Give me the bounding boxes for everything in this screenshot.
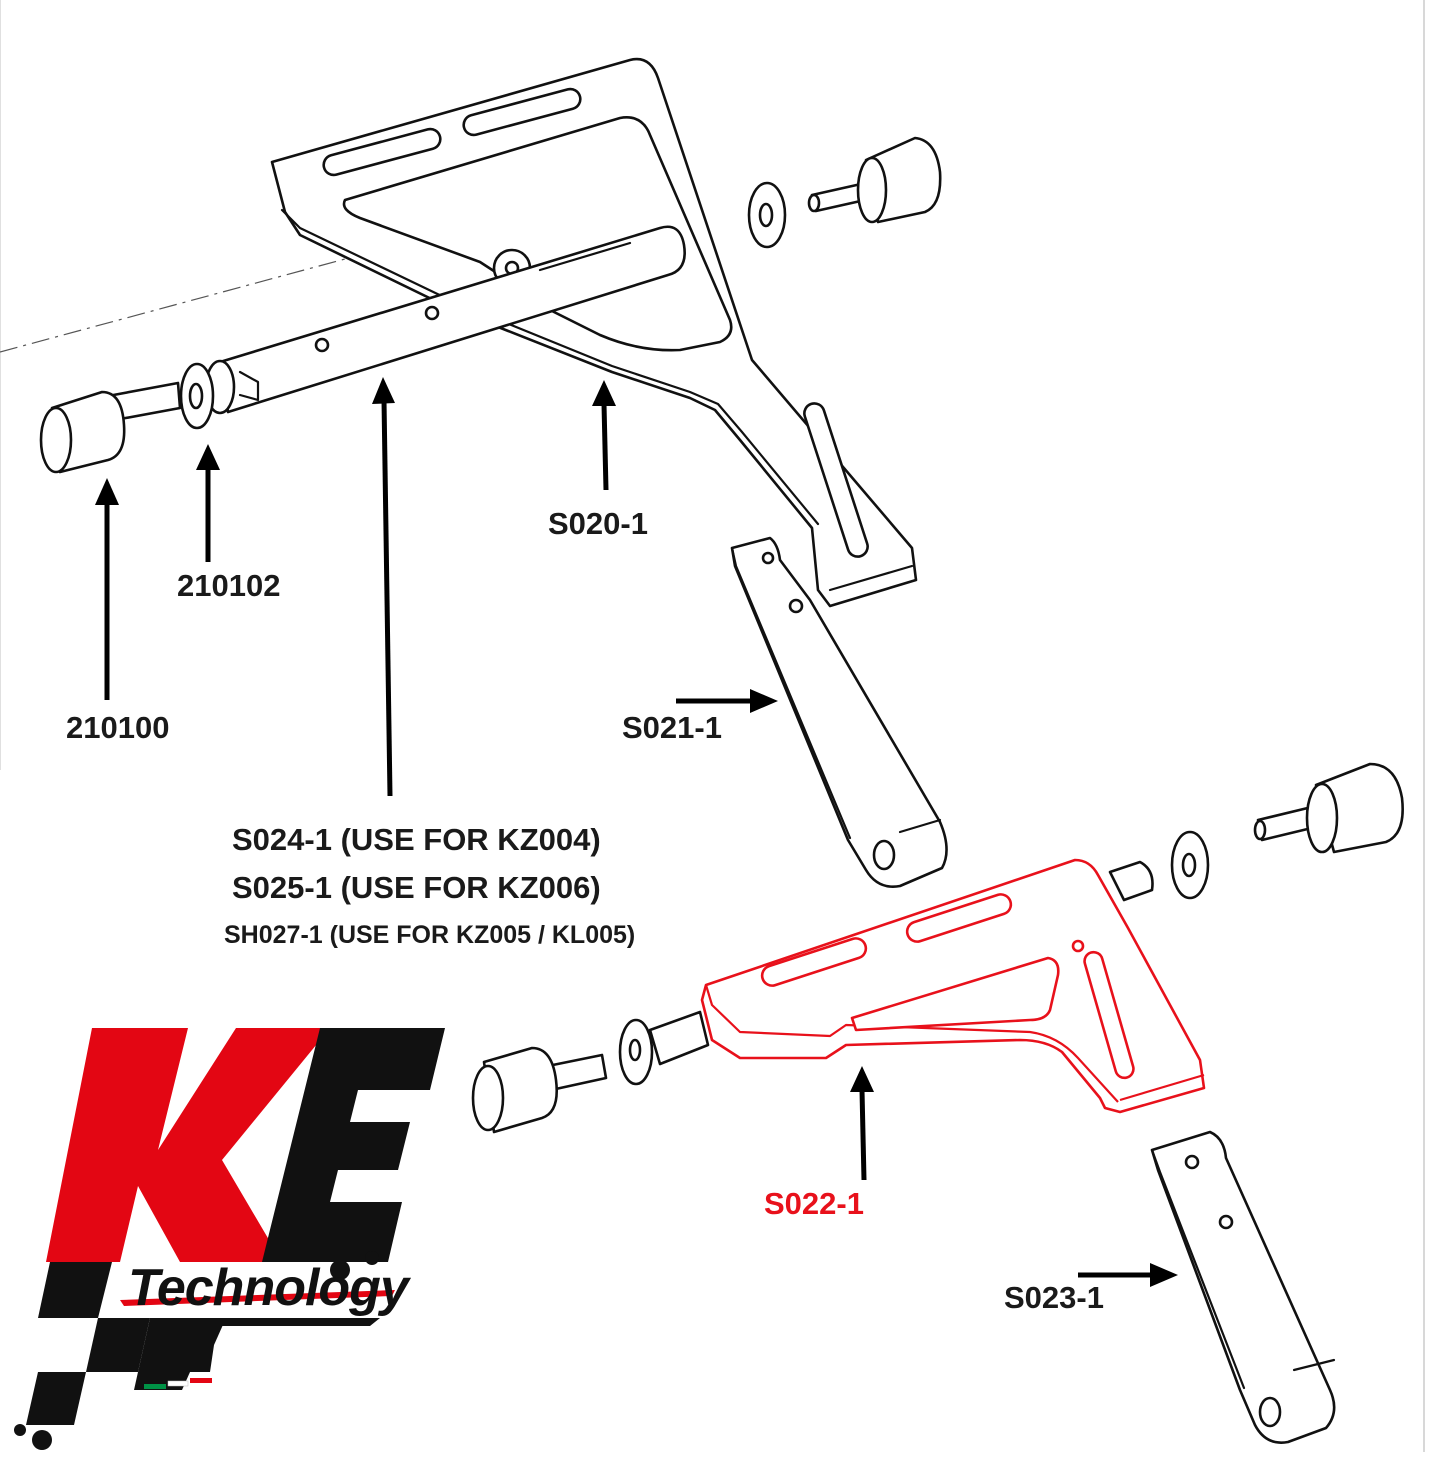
arrow-s023 bbox=[1078, 1263, 1178, 1287]
arrow-s024 bbox=[372, 377, 395, 797]
label-s025-1: S025-1 (USE FOR KZ006) bbox=[232, 870, 601, 905]
label-s021-1: S021-1 bbox=[622, 710, 722, 745]
ke-technology-logo bbox=[14, 1028, 445, 1450]
label-210100: 210100 bbox=[66, 710, 170, 745]
part-lower-right-bumper bbox=[1253, 762, 1404, 854]
label-210102: 210102 bbox=[177, 568, 281, 603]
label-s024-1: S024-1 (USE FOR KZ004) bbox=[232, 822, 601, 857]
arrow-210100 bbox=[95, 478, 119, 700]
label-s022-1: S022-1 bbox=[764, 1186, 864, 1221]
part-s023-link bbox=[1150, 1130, 1336, 1444]
part-210102-washer bbox=[179, 362, 215, 430]
part-s020-bracket bbox=[270, 57, 918, 608]
part-lower-left-bumper bbox=[471, 1046, 608, 1134]
part-s021-link bbox=[730, 536, 948, 888]
part-s022-bracket-highlighted bbox=[700, 858, 1206, 1114]
part-lower-right-washer bbox=[1108, 830, 1210, 902]
part-lower-left-washer bbox=[618, 1010, 710, 1086]
logo-technology-text: Technology bbox=[128, 1259, 409, 1317]
part-upper-right-bumper bbox=[807, 136, 942, 224]
arrow-s020 bbox=[592, 380, 616, 491]
label-s023-1: S023-1 bbox=[1004, 1280, 1104, 1315]
label-s020-1: S020-1 bbox=[548, 506, 648, 541]
part-210100-bumper bbox=[39, 381, 182, 474]
arrow-210102 bbox=[196, 444, 220, 562]
part-upper-right-washer bbox=[747, 181, 787, 249]
arrow-s022 bbox=[850, 1066, 874, 1181]
label-sh027-1: SH027-1 (USE FOR KZ005 / KL005) bbox=[224, 921, 636, 949]
arrow-s021 bbox=[676, 689, 778, 713]
